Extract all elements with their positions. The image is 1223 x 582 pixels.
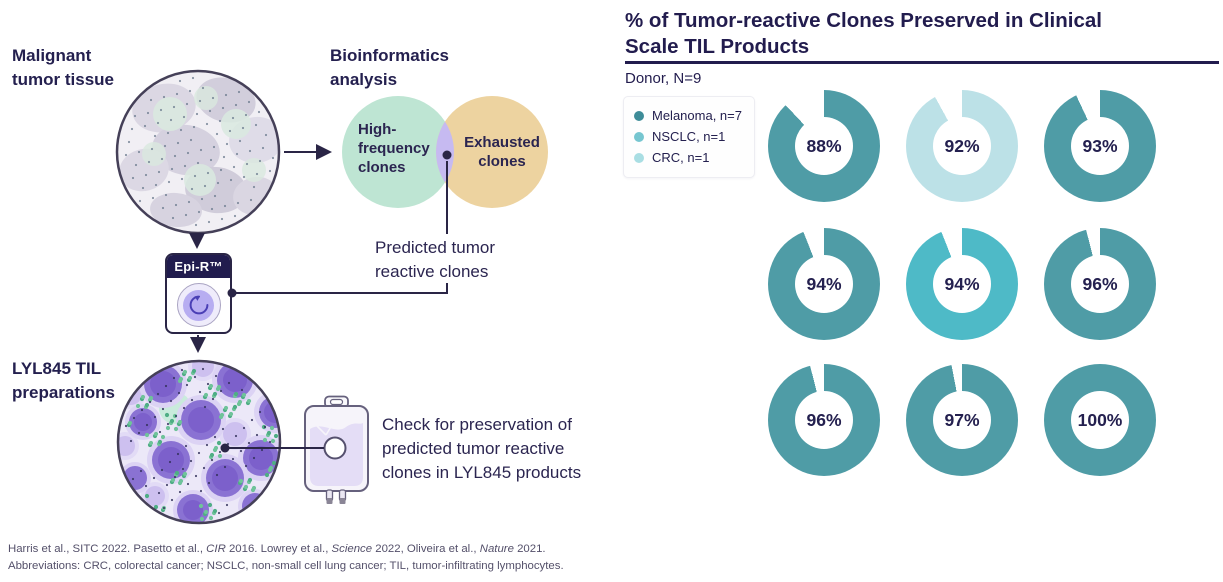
epir-label: Epi-R™ [167, 255, 230, 278]
donut-melanoma-96: 96% [1044, 228, 1156, 340]
donut-melanoma-93: 93% [1044, 90, 1156, 202]
donut-crc-92: 92% [906, 90, 1018, 202]
legend-item: CRC, n=1 [634, 150, 744, 165]
citation-line1: Harris et al., SITC 2022. Pasetto et al.… [8, 543, 546, 555]
venn-diagram [342, 96, 548, 208]
legend-label: NSCLC, n=1 [652, 129, 726, 144]
donut-value-label: 93% [1082, 135, 1118, 156]
donut-melanoma-100: 100% [1044, 364, 1156, 476]
exhausted-clones-label: Exhausted clones [464, 134, 540, 170]
donut-value-label: 96% [1082, 273, 1118, 294]
bioinformatics-label: Bioinformatics analysis [330, 46, 450, 89]
donut-melanoma-97: 97% [906, 364, 1018, 476]
donut-melanoma-94: 94% [768, 228, 880, 340]
lyl845-til-image [116, 359, 282, 525]
donor-count-label: Donor, N=9 [625, 70, 702, 87]
donut-value-label: 97% [944, 409, 980, 430]
legend-dot [634, 110, 644, 121]
donut-value-label: 94% [944, 273, 980, 294]
legend-label: Melanoma, n=7 [652, 108, 742, 123]
donut-melanoma-96: 96% [768, 364, 880, 476]
donut-value-label: 100% [1077, 409, 1123, 430]
iv-bag-icon [304, 395, 369, 504]
process-cycle-icon [176, 283, 221, 327]
legend-dot [634, 131, 644, 142]
legend-item: Melanoma, n=7 [634, 108, 744, 123]
donut-value-label: 96% [806, 409, 842, 430]
malignant-tumor-image [115, 69, 281, 235]
donut-nsclc-94: 94% [906, 228, 1018, 340]
chart-title: % of Tumor-reactive Clones Preserved in … [625, 9, 1102, 59]
high-frequency-clones-label: High- frequency clones [358, 121, 430, 176]
overlap-dot [442, 150, 452, 160]
malignant-tumor-label: Malignant tumor tissue [12, 46, 115, 89]
donut-value-label: 88% [806, 135, 842, 156]
check-preservation-label: Check for preservation of predicted tumo… [382, 415, 582, 483]
citations: Harris et al., SITC 2022. Pasetto et al.… [8, 541, 658, 574]
epir-device: Epi-R™ [165, 253, 232, 334]
legend: Melanoma, n=7 NSCLC, n=1 CRC, n=1 [623, 96, 755, 178]
legend-label: CRC, n=1 [652, 150, 710, 165]
legend-dot [634, 152, 644, 163]
donut-value-label: 94% [806, 273, 842, 294]
legend-item: NSCLC, n=1 [634, 129, 744, 144]
citation-line2: Abbreviations: CRC, colorectal cancer; N… [8, 559, 564, 572]
lyl845-til-label: LYL845 TIL preparations [12, 359, 115, 402]
donut-melanoma-88: 88% [768, 90, 880, 202]
donut-value-label: 92% [944, 135, 980, 156]
title-underline [625, 61, 1219, 64]
predicted-clones-label: Predicted tumor reactive clones [375, 238, 495, 282]
